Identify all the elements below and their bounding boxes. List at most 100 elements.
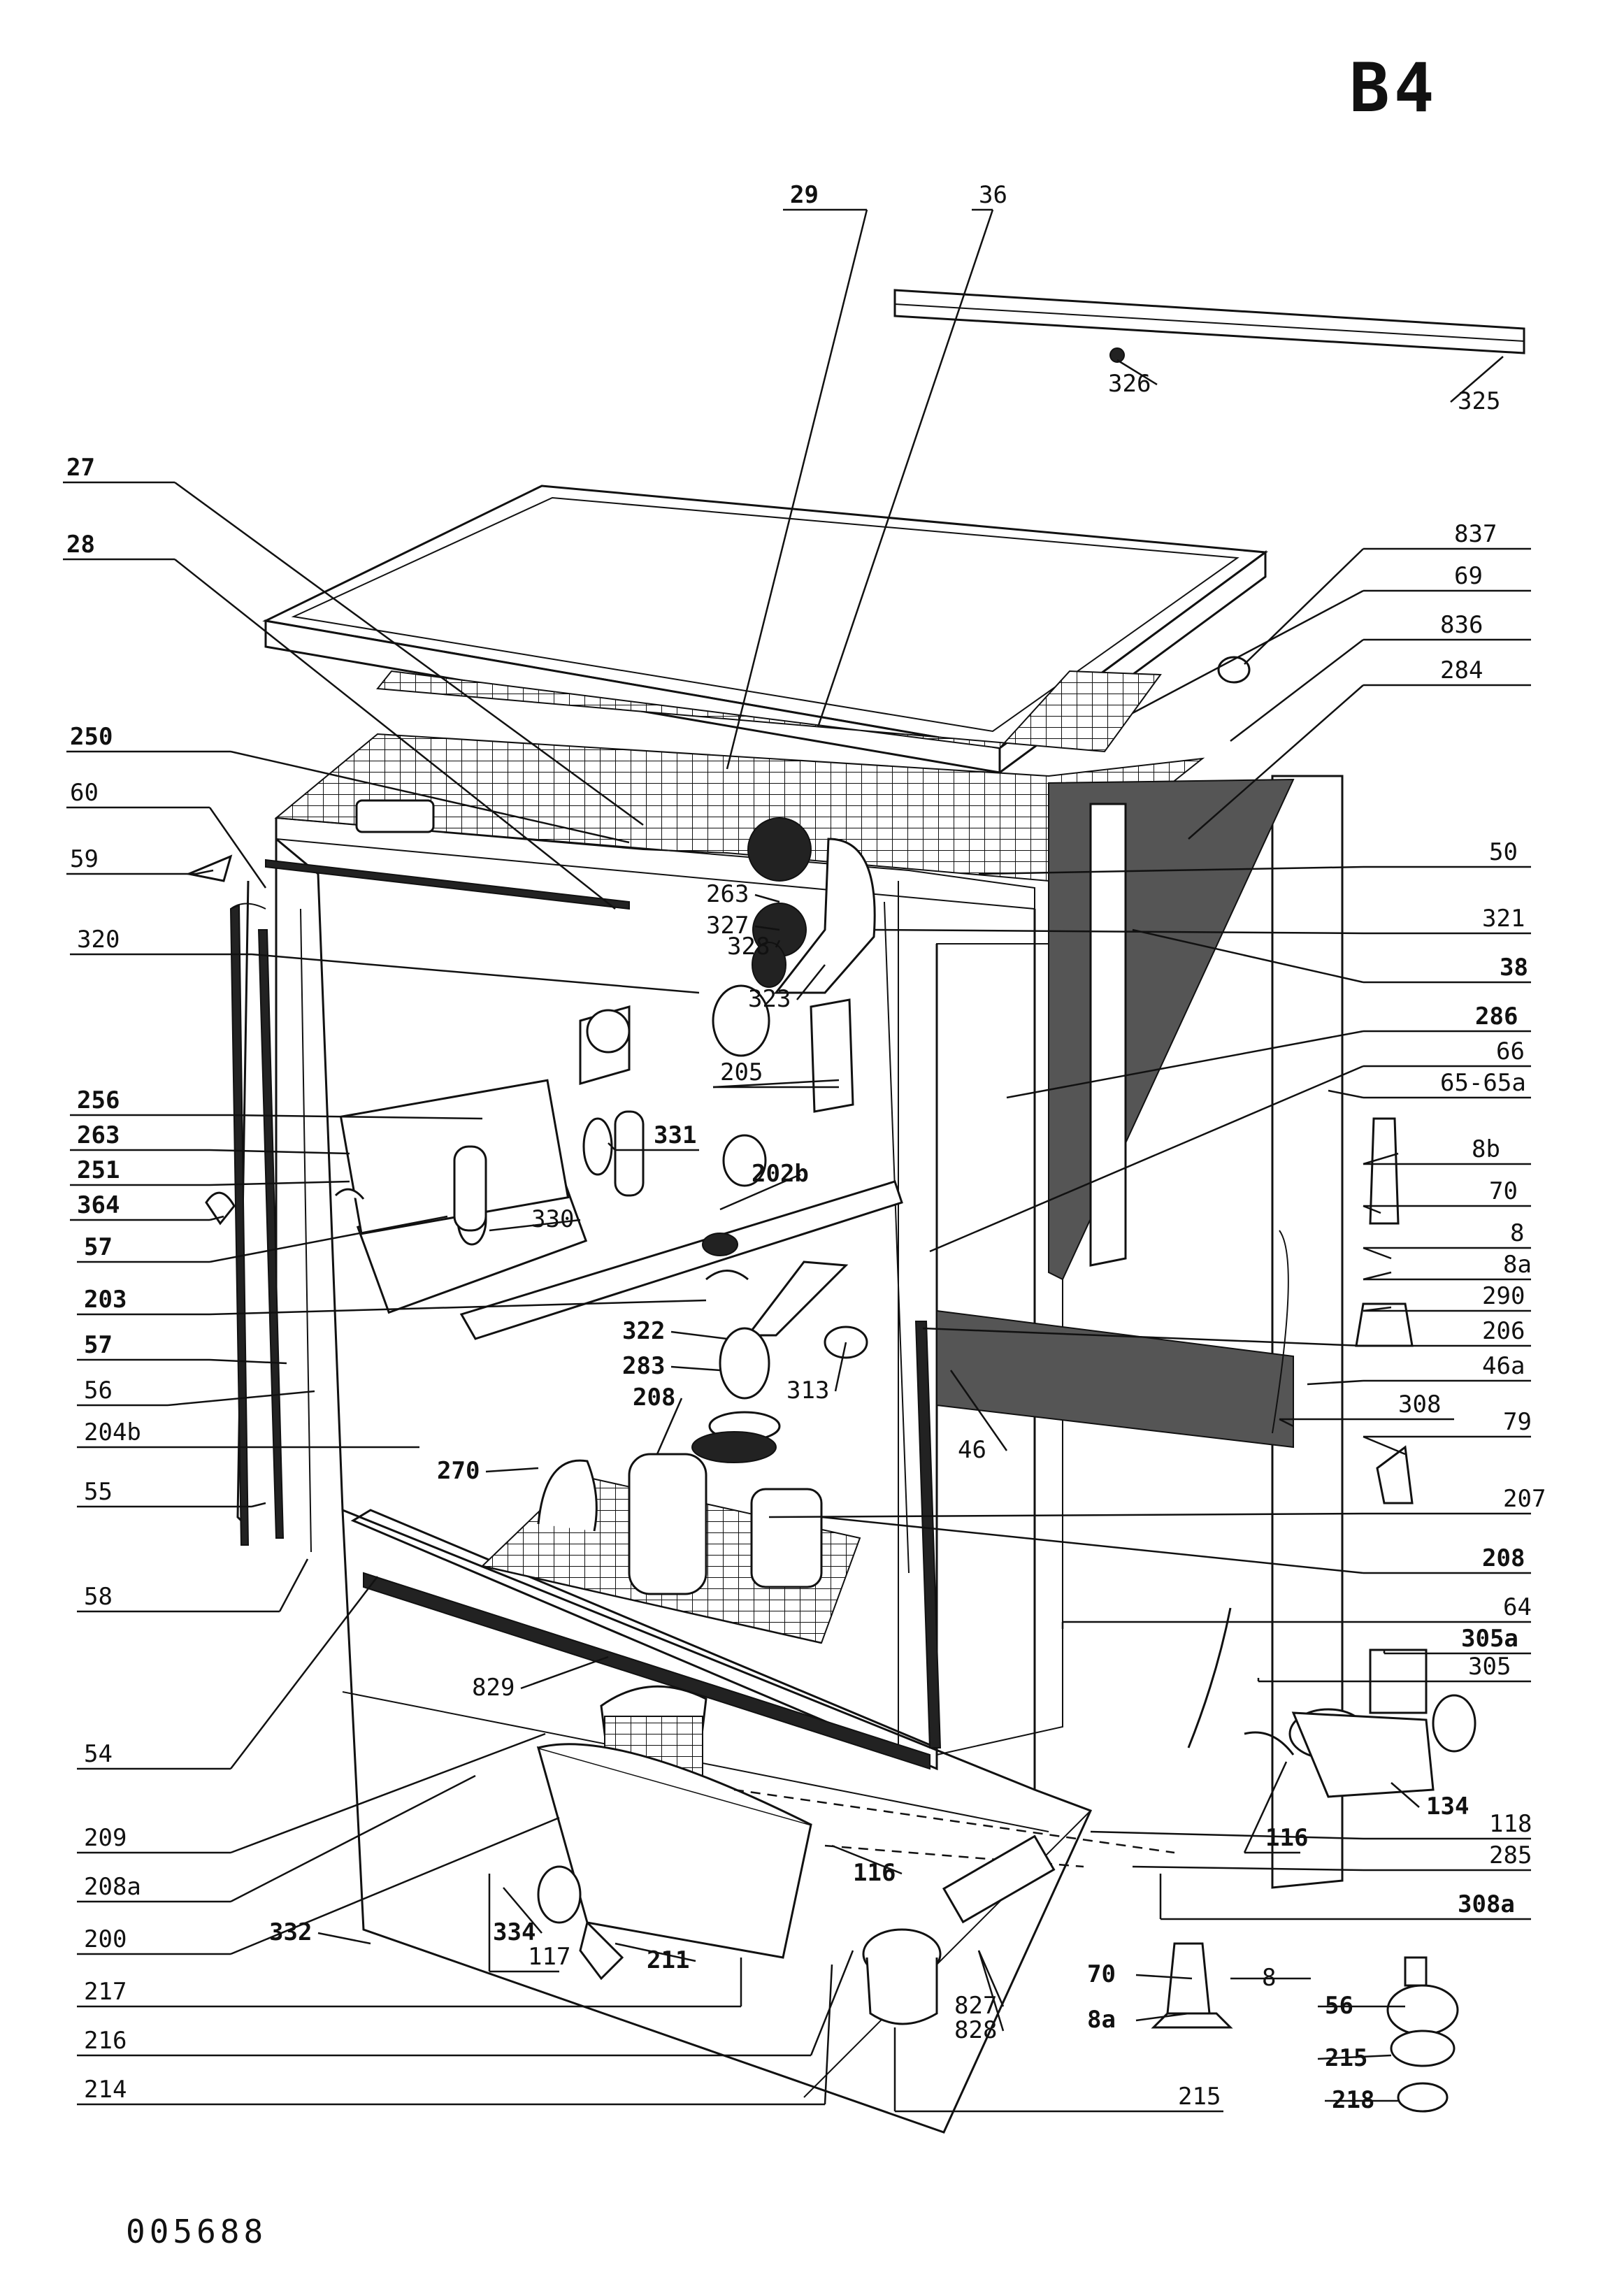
callout-837: 837 [1454,520,1497,548]
callout-284: 284 [1440,656,1483,684]
leader-line [520,1655,609,1690]
callout-27: 27 [66,454,95,482]
callout-8b: 8b [1472,1135,1500,1163]
callout-829: 829 [472,1674,515,1702]
leader-line [834,1342,847,1392]
leader-line [977,1950,1005,2032]
callout-326: 326 [1108,370,1151,398]
leader-line [1328,1089,1364,1099]
leader-line [230,1114,483,1120]
leader-line [1135,1974,1193,1980]
leader-line [1363,1205,1381,1214]
callout-218: 218 [1332,2086,1374,2114]
spray-arm-assembly [355,799,903,1463]
insulation-blocks [936,778,1295,1449]
callout-118: 118 [1489,1810,1532,1838]
leader-line [1090,1830,1364,1840]
leader-line [1188,684,1364,840]
leader-line [670,1365,721,1372]
cabinet-body [236,733,1344,2134]
callout-116: 116 [1265,1824,1308,1852]
callout-216: 216 [84,2027,127,2055]
small-parts [185,656,1414,1748]
callout-8a: 8a [1503,1251,1532,1279]
leader-line [209,1180,350,1186]
leader-line [278,1558,309,1612]
leader-lines [63,208,1531,2113]
leader-line [817,209,994,728]
leader-line [1363,1306,1392,1312]
leader-line [1132,1865,1364,1872]
callout-57: 57 [84,1233,113,1261]
callout-134: 134 [1426,1793,1469,1820]
leader-line [503,1887,542,1934]
callout-263: 263 [706,880,749,908]
leader-line [209,1215,448,1263]
leader-line [929,1065,1364,1253]
leader-line [922,1327,1364,1347]
leader-line [1363,1435,1406,1456]
leader-line [230,750,630,844]
callout-205: 205 [720,1058,763,1086]
callout-215: 215 [1325,2044,1367,2072]
leader-line [719,1173,801,1211]
leader-line [1363,1152,1399,1165]
callout-54: 54 [84,1740,113,1768]
callout-208: 208 [1482,1544,1525,1572]
callout-263: 263 [77,1121,120,1149]
leader-line [1363,1271,1392,1281]
callout-117: 117 [528,1943,570,1971]
leader-line [670,1330,728,1340]
callout-331: 331 [654,1121,696,1149]
callout-323: 323 [748,985,791,1013]
leader-line [1279,1418,1294,1428]
callout-208: 208 [633,1384,675,1412]
callout-65-65a: 65-65a [1440,1069,1526,1097]
callout-321: 321 [1482,905,1525,933]
leader-line [768,1512,1364,1518]
leader-line [1450,356,1504,403]
leader-line [810,1950,854,2056]
leader-line [608,1142,616,1151]
leader-line [1132,928,1364,984]
callout-332: 332 [269,1918,312,1946]
leader-line [1391,1782,1420,1808]
callout-215: 215 [1178,2083,1221,2111]
callout-8a: 8a [1087,2006,1116,2034]
leader-line [230,1816,560,1955]
leader-line [873,928,1364,935]
leader-line [230,1774,476,1903]
callout-209: 209 [84,1824,127,1852]
callout-836: 836 [1440,611,1483,639]
leader-line [208,807,267,889]
leader-line [174,481,644,826]
callout-214: 214 [84,2076,127,2104]
callout-59: 59 [70,845,99,873]
leader-line [1230,639,1364,742]
callout-270: 270 [437,1457,480,1485]
leader-line [1243,1761,1288,1853]
leader-line [754,925,780,931]
leader-line [230,1732,546,1854]
callout-286: 286 [1475,1003,1518,1030]
callout-217: 217 [84,1978,127,2006]
callout-305: 305 [1468,1653,1511,1681]
callout-207: 207 [1503,1485,1546,1513]
callout-828: 828 [954,2016,997,2044]
callout-70: 70 [1489,1177,1518,1205]
leader-line [1116,359,1158,386]
callout-66: 66 [1496,1037,1525,1065]
leader-line [489,1219,581,1232]
leader-line [251,953,700,994]
leader-line [726,209,868,770]
callout-56: 56 [84,1377,113,1405]
leader-line [251,1502,266,1508]
callout-46a: 46a [1482,1352,1525,1380]
leader-line [485,1467,539,1473]
callout-29: 29 [790,181,819,209]
callout-8: 8 [1262,1964,1276,1992]
callout-116: 116 [853,1859,896,1887]
leader-line [1006,1030,1364,1099]
leader-line [824,1964,833,2105]
